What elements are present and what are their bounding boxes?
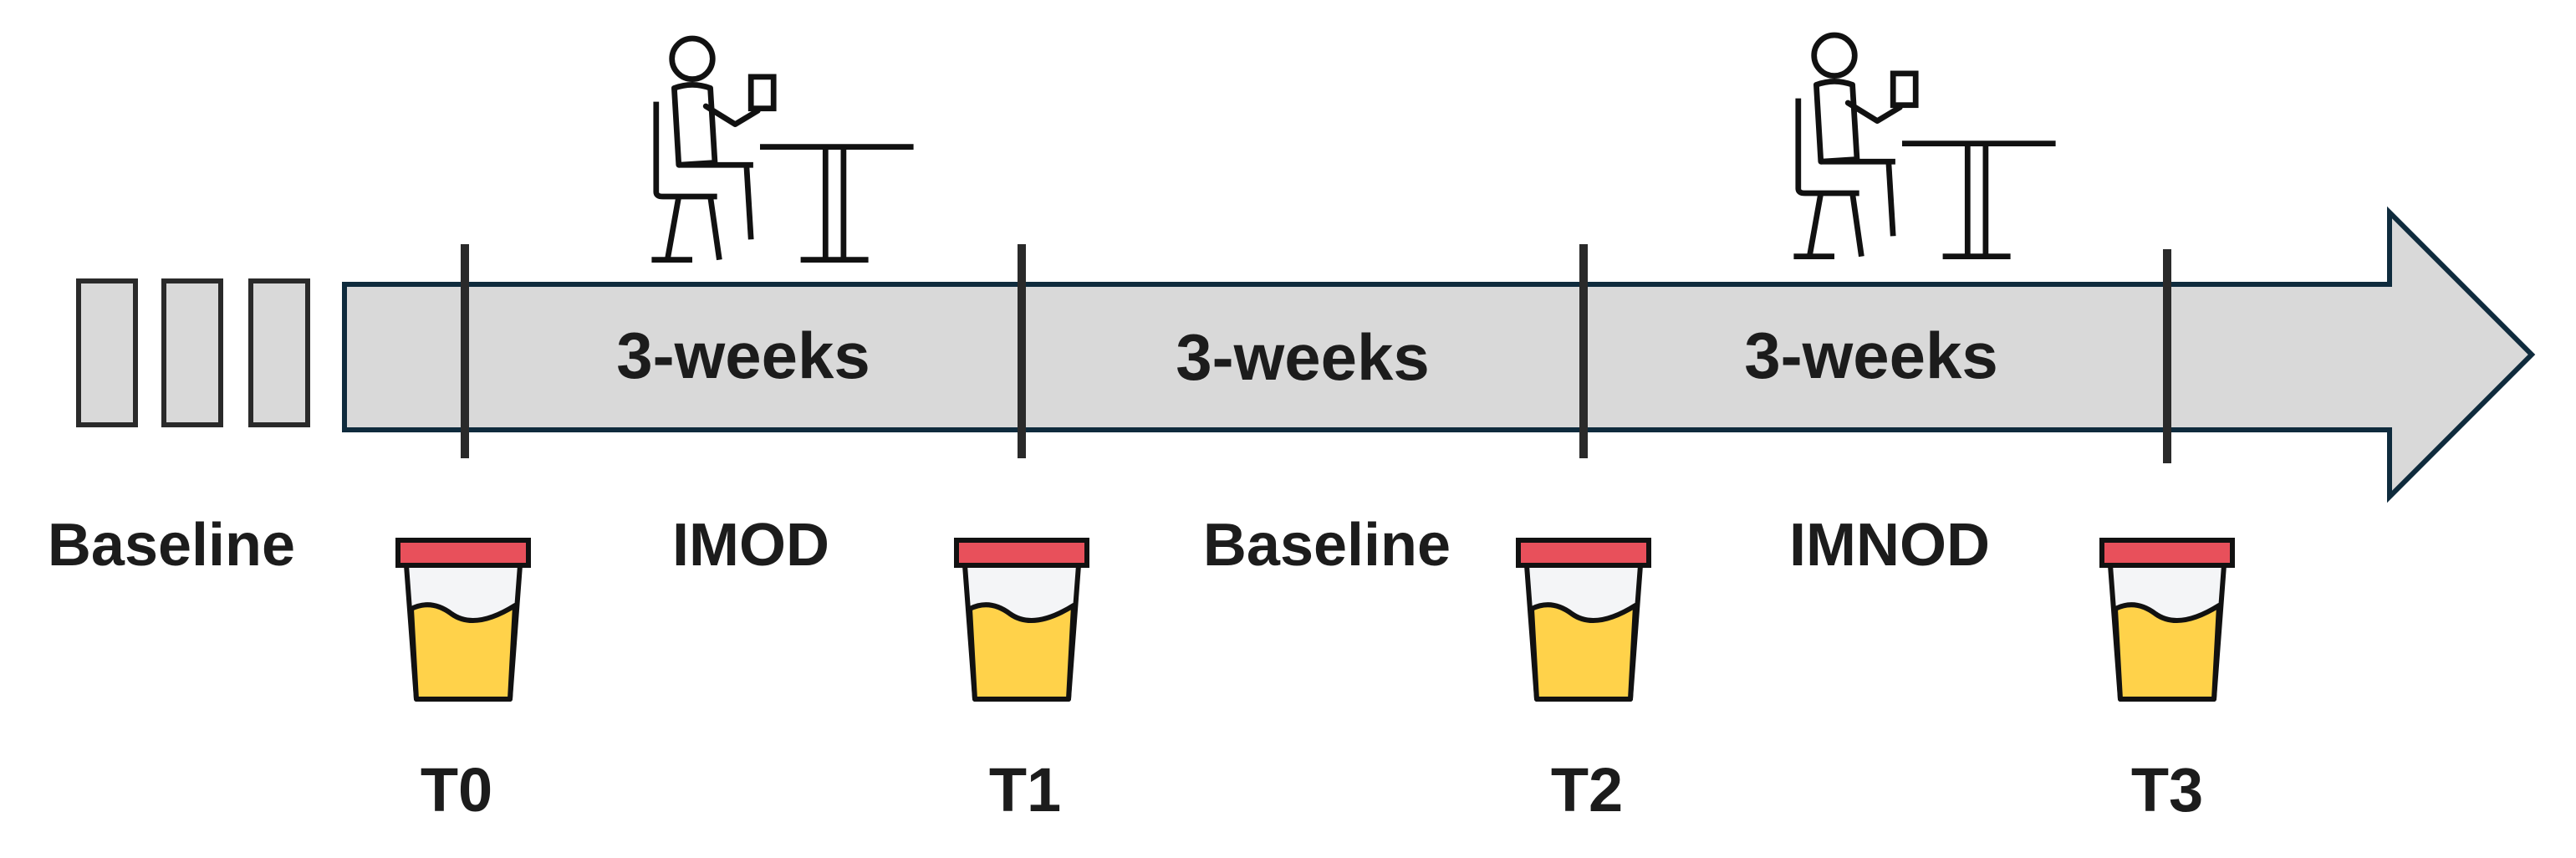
timeline-arrow (342, 206, 2536, 503)
timeline-dividers (461, 244, 2171, 463)
baseline-box (161, 278, 223, 427)
baseline-box (248, 278, 310, 427)
urine-sample-cup-icon (956, 540, 1087, 699)
phase-label-imnod: IMNOD (1789, 512, 1990, 579)
seated-person-drinking-icon (651, 38, 913, 260)
timepoint-label-t1: T1 (989, 755, 1061, 825)
segment-label-2: 3-weeks (1176, 320, 1430, 394)
segment-label-3: 3-weeks (1744, 319, 1998, 392)
seated-person-drinking-icon (1793, 35, 2055, 257)
urine-sample-cup-icon (398, 540, 528, 699)
timepoint-label-t3: T3 (2131, 755, 2203, 825)
segment-label-1: 3-weeks (616, 319, 870, 392)
baseline-box (76, 278, 138, 427)
urine-sample-cup-icon (2102, 540, 2232, 699)
urine-sample-cup-icon (1518, 540, 1649, 699)
phase-label-imod: IMOD (672, 512, 829, 579)
phase-label-baseline-2: Baseline (1203, 512, 1451, 579)
timepoint-label-t0: T0 (421, 755, 492, 825)
phase-label-baseline-1: Baseline (48, 512, 295, 579)
timepoint-label-t2: T2 (1551, 755, 1623, 825)
baseline-boxes (76, 278, 310, 427)
